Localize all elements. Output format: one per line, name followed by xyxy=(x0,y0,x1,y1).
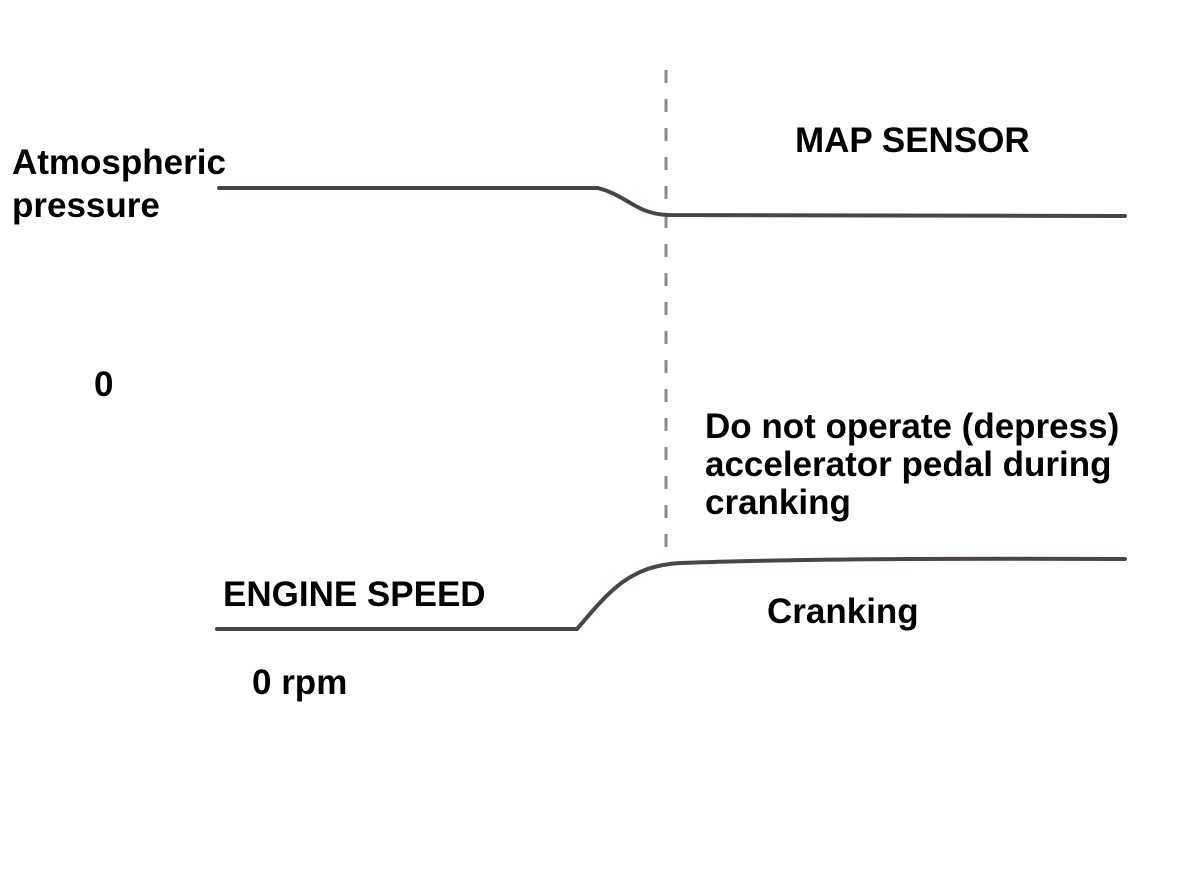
pressure-zero-label: 0 xyxy=(94,365,114,404)
atmospheric-pressure-label: Atmospheric pressure xyxy=(12,141,226,227)
cranking-note: Do not operate (depress) accelerator ped… xyxy=(705,408,1119,522)
zero-rpm-label: 0 rpm xyxy=(252,663,348,702)
engine-speed-trace xyxy=(215,556,1127,631)
atmospheric-pressure-label-line1: Atmospheric xyxy=(12,143,226,182)
map-sensor-label: MAP SENSOR xyxy=(795,121,1030,160)
cranking-note-line2: accelerator pedal during xyxy=(705,445,1112,484)
cranking-note-line3: cranking xyxy=(705,483,851,522)
atmospheric-pressure-label-line2: pressure xyxy=(12,186,160,225)
cranking-label: Cranking xyxy=(767,592,919,631)
cranking-note-line1: Do not operate (depress) xyxy=(705,407,1120,446)
map-sensor-trace xyxy=(217,186,1127,218)
engine-speed-label: ENGINE SPEED xyxy=(223,575,486,614)
